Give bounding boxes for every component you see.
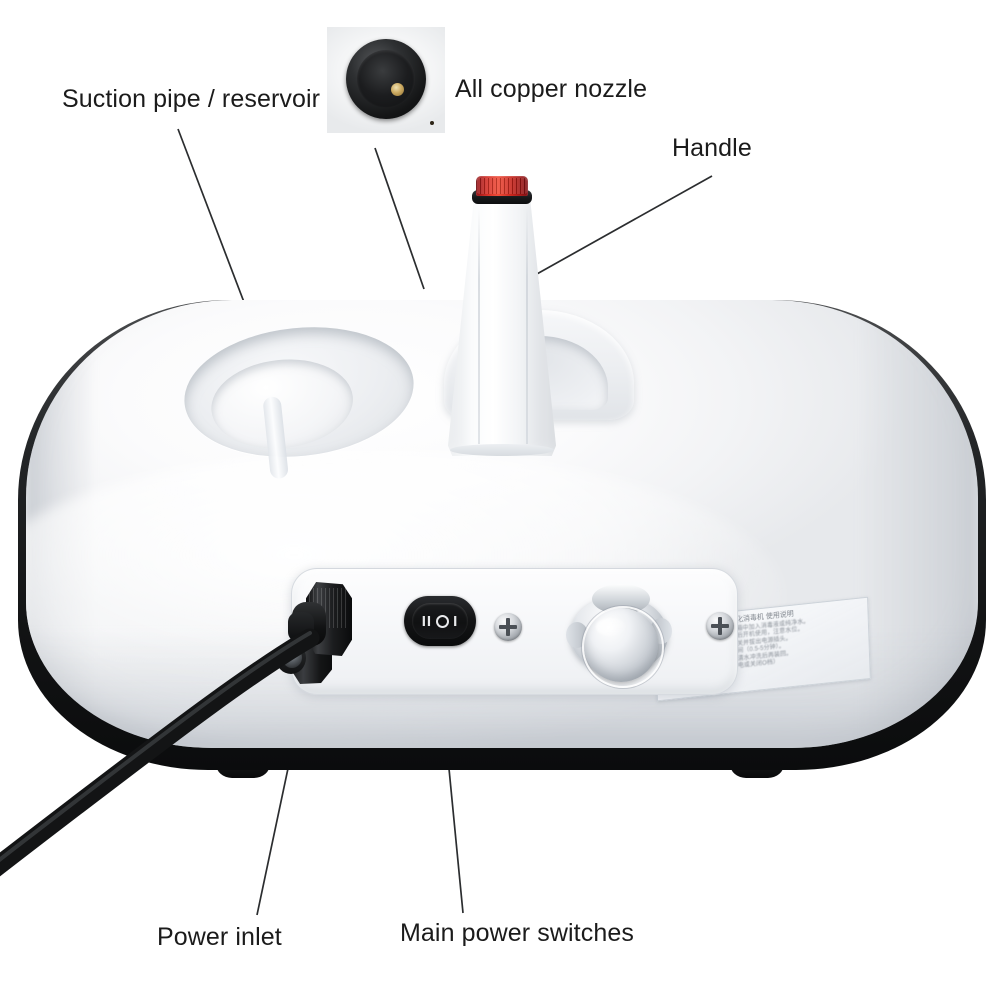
nozzle-closeup-inset: [327, 27, 445, 133]
rocker-marking-off-icon: [436, 614, 450, 628]
nozzle-orifice-icon: [429, 120, 434, 125]
knob-highlight: [596, 618, 626, 636]
cone-flute-right: [526, 208, 528, 444]
callout-label-power-inlet: Power inlet: [157, 923, 282, 951]
rocker-marking-one: I: [453, 612, 459, 630]
cone-red-cap: [476, 176, 528, 196]
callout-label-handle: Handle: [672, 134, 752, 162]
knob-chrome-ring: [582, 606, 664, 688]
panel-screw-left: [494, 613, 522, 641]
cone-flute-left: [478, 208, 480, 444]
nozzle-outer-disc: [346, 39, 434, 125]
cone-base-edge: [450, 444, 554, 456]
appliance-body: 雾化消毒机 使用说明 雾化功能：请置于机器内水箱中加入消毒液或纯净水。 将旋钮左…: [18, 300, 986, 778]
copper-core-icon: [391, 83, 434, 125]
cable-gland-strain-relief: [288, 612, 314, 642]
rocker-switch-face: II I: [412, 603, 468, 639]
reservoir-cavity: [206, 352, 358, 480]
main-power-rocker-switch[interactable]: II I: [404, 596, 476, 646]
cone-red-cap-ribs: [476, 178, 528, 194]
power-inlet-cable-gland[interactable]: [288, 582, 364, 662]
callout-label-main-power-switches: Main power switches: [400, 919, 634, 947]
callout-label-suction-pipe-reservoir: Suction pipe / reservoir: [62, 85, 321, 113]
suction-reservoir-recess: [177, 316, 421, 480]
flow-control-knob[interactable]: [566, 584, 672, 688]
nozzle-inner-ring: [357, 50, 434, 125]
rocker-marking-two: II: [421, 612, 433, 630]
leader-line-nozzle: [374, 147, 425, 290]
panel-screw-right: [706, 612, 734, 640]
cone-shell: [448, 198, 556, 456]
callout-label-all-copper-nozzle: All copper nozzle: [455, 75, 648, 103]
spray-cone-handle: [448, 176, 556, 456]
